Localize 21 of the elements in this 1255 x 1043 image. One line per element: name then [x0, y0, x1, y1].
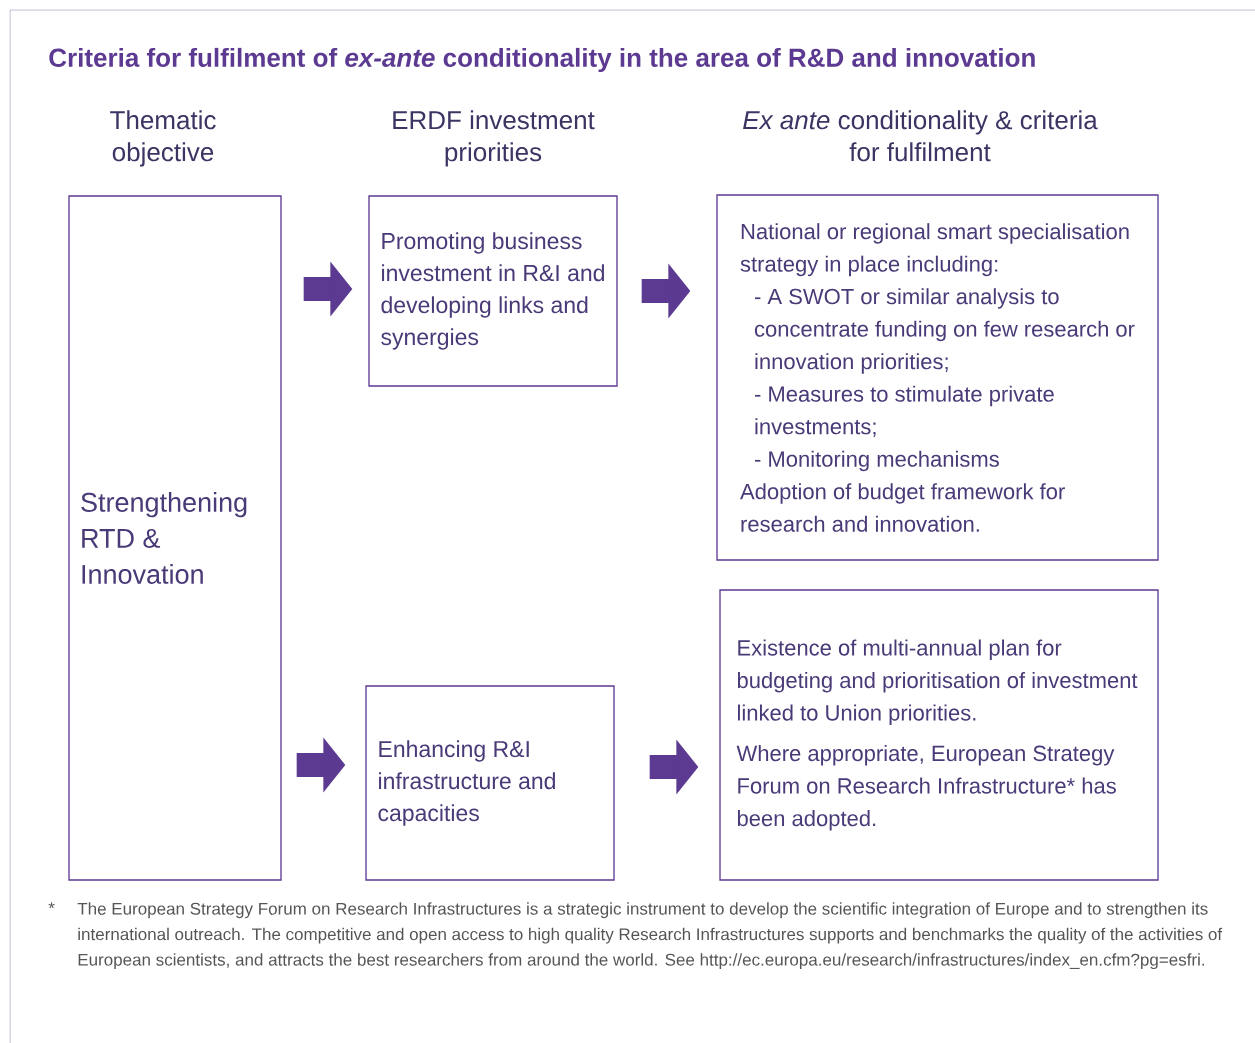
node-text: Adoption of budget framework for research and innovation. — [740, 483, 1065, 532]
objective-box — [68, 195, 282, 881]
column-heading: Thematic objective — [110, 110, 216, 167]
node-text: - Measures to stimulate private investments; — [755, 385, 1054, 437]
node-text: National or regional smart specialisation strategy in place including: — [740, 223, 1129, 277]
node-text: Where appropriate, European Strategy Forum on Research Infrastructure* has been adopted. — [736, 745, 1116, 831]
priority-box — [368, 195, 618, 387]
node-text: - Monitoring mechanisms — [755, 450, 999, 472]
priority-box — [365, 685, 615, 881]
node-text: - A SWOT or similar analysis to concentrate funding on few research or innovation priorities; — [754, 288, 1135, 374]
criteria-box — [716, 194, 1159, 561]
node-text: Enhancing R&I infrastructure and capacities — [378, 740, 555, 826]
criteria-box — [719, 589, 1159, 881]
title: Criteria for fulfilment of ex-ante conditionality in the area of R&D and innovation — [49, 47, 1035, 73]
footnote-mark: * — [48, 902, 55, 909]
column-heading: Ex ante conditionality & criteria for fulfilment — [743, 110, 1098, 162]
footnote-text: The European Strategy Forum on Research Infrastructures is a strategic instrument to develop the scientific integration of Europe and to strengthen its international outreach. The competitive and open access to high quality Research Infrastructures supports and benchmarks the quality of the activities of European scientists, and attracts the best researchers from around the world. See http://ec.europa.eu/research/infrastructures/index_en.cfm?pg=esfri. — [77, 902, 1223, 970]
node-text: Strengthening RTD & Innovation — [81, 492, 247, 584]
column-heading: ERDF investment priorities — [393, 110, 595, 167]
node-text: Existence of multi-annual plan for budgeting and prioritisation of investment linked to Union priorities. — [737, 639, 1138, 725]
node-text: Promoting business investment in R&I and developing links and synergies — [381, 232, 604, 350]
